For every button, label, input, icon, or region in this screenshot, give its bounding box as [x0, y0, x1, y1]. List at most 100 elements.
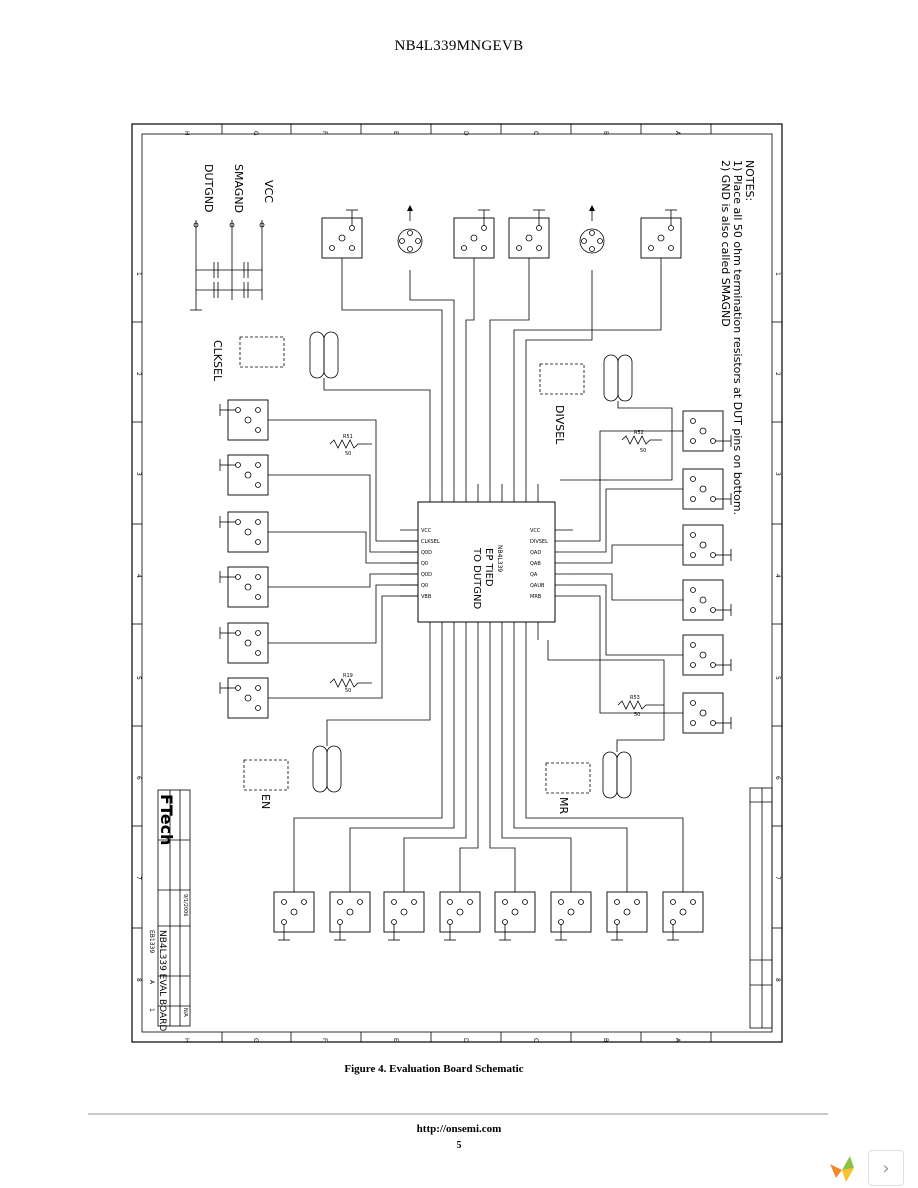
frame-ticks: [132, 124, 782, 1042]
sheet: 1: [148, 1008, 155, 1012]
ic-pin-label: Q0: [421, 561, 428, 567]
sma-ground-pin: [447, 919, 453, 925]
sma-center-pin: [623, 908, 631, 916]
sma-ground-pin: [690, 532, 696, 538]
sma-ground-pin: [690, 496, 696, 502]
row-letter-bottom: B: [602, 1038, 609, 1042]
page-header: NB4L339MNGEVB: [394, 38, 524, 54]
sma-left: [219, 566, 269, 608]
power-input-network: [190, 220, 265, 311]
scale: N/A: [182, 1008, 188, 1017]
smagnd-label: SMAGND: [232, 164, 245, 213]
sma-body: [682, 634, 724, 676]
vtt-pin: [581, 238, 587, 244]
sma-top: [321, 209, 363, 259]
sma-center-pin: [699, 651, 707, 659]
sma-body: [682, 692, 724, 734]
ic-pin-label: VBB: [421, 594, 432, 600]
sma-ground-pin: [461, 245, 467, 251]
next-page-button[interactable]: ›: [868, 1150, 904, 1186]
sma-ground-pin: [447, 899, 453, 905]
vtt-pin: [415, 238, 421, 244]
trace: [465, 258, 475, 484]
vtt-ring: [579, 228, 605, 254]
col-number-right: 8: [774, 978, 781, 982]
sma-ground-pin: [690, 438, 696, 444]
date: 9/1/2006: [182, 894, 188, 916]
page-number: 5: [456, 1140, 462, 1151]
sma-ground-pin: [281, 899, 287, 905]
sma-center-pin: [244, 694, 252, 702]
row-letter-top: D: [462, 131, 469, 136]
schematic-inner-border: [141, 133, 773, 1033]
sma-ground-pin: [690, 642, 696, 648]
resistor-r53: R53: [630, 695, 640, 701]
ic-bottom-pins: [429, 622, 539, 640]
row-letter-bottom: E: [392, 1038, 399, 1042]
ic-pin-label: VCC: [421, 528, 432, 534]
sma-body: [606, 891, 648, 933]
col-number-right: 7: [774, 876, 781, 880]
sma-right: [682, 634, 732, 676]
sma-ground-pin: [710, 720, 716, 726]
sma-ground-pin: [536, 225, 542, 231]
sma-ground-pin: [690, 552, 696, 558]
notes-block: NOTES: 1) Place all 50 ohm termination r…: [719, 160, 756, 515]
sma-ground-pin: [255, 462, 261, 468]
sma-left: [219, 511, 269, 553]
sma-ground-pin: [670, 899, 676, 905]
sma-ground-pin: [690, 587, 696, 593]
sma-bottom: [329, 891, 371, 941]
vtt-pin: [589, 230, 595, 236]
sma-bottom: [494, 891, 536, 941]
sma-ground-pin: [255, 650, 261, 656]
ic-part-label: NB4L339: [496, 545, 503, 572]
sma-center-pin: [346, 908, 354, 916]
sma-bottom: [383, 891, 425, 941]
title-block: [157, 787, 773, 1029]
sma-ground-pin: [634, 899, 640, 905]
note-2: 2) GND is also called SMAGND: [719, 160, 732, 327]
sma-top: [640, 209, 682, 259]
mr-label: MR: [557, 797, 570, 814]
note-1: 1) Place all 50 ohm termination resistor…: [731, 160, 744, 515]
sma-body: [227, 566, 269, 608]
col-number-left: 6: [135, 776, 142, 780]
sma-center-pin: [290, 908, 298, 916]
sma-ground-pin: [255, 539, 261, 545]
sma-center-pin: [699, 596, 707, 604]
sma-center-pin: [338, 234, 346, 242]
ic-pin-label: VCC: [530, 528, 541, 534]
trace: [268, 573, 418, 588]
sma-body: [227, 454, 269, 496]
sma-center-pin: [699, 541, 707, 549]
sma-ground-pin: [690, 476, 696, 482]
sma-center-pin: [699, 485, 707, 493]
trace: [573, 573, 683, 601]
sma-ground-pin: [558, 899, 564, 905]
termination-resistors: [329, 435, 664, 710]
trace: [525, 270, 593, 484]
vtt-ring: [397, 228, 423, 254]
board-title: NB4L339 EVAL BOARD: [157, 930, 167, 1031]
sma-ground-pin: [255, 574, 261, 580]
trace: [268, 584, 418, 644]
sma-ground-pin: [481, 225, 487, 231]
resistor-r52: R52: [634, 430, 644, 436]
sma-bottom: [662, 891, 704, 941]
sma-ground-pin: [710, 662, 716, 668]
sma-body: [383, 891, 425, 933]
sma-ground-pin: [411, 899, 417, 905]
sma-center-pin: [525, 234, 533, 242]
sma-center-pin: [456, 908, 464, 916]
sma-ground-pin: [690, 720, 696, 726]
trace: [459, 640, 479, 892]
col-number-left: 3: [135, 472, 142, 476]
sma-center-pin: [567, 908, 575, 916]
sma-ground-pin: [690, 899, 696, 905]
col-number-right: 4: [774, 574, 781, 578]
footer-url[interactable]: http://onsemi.com: [416, 1123, 502, 1135]
sma-center-pin: [657, 234, 665, 242]
